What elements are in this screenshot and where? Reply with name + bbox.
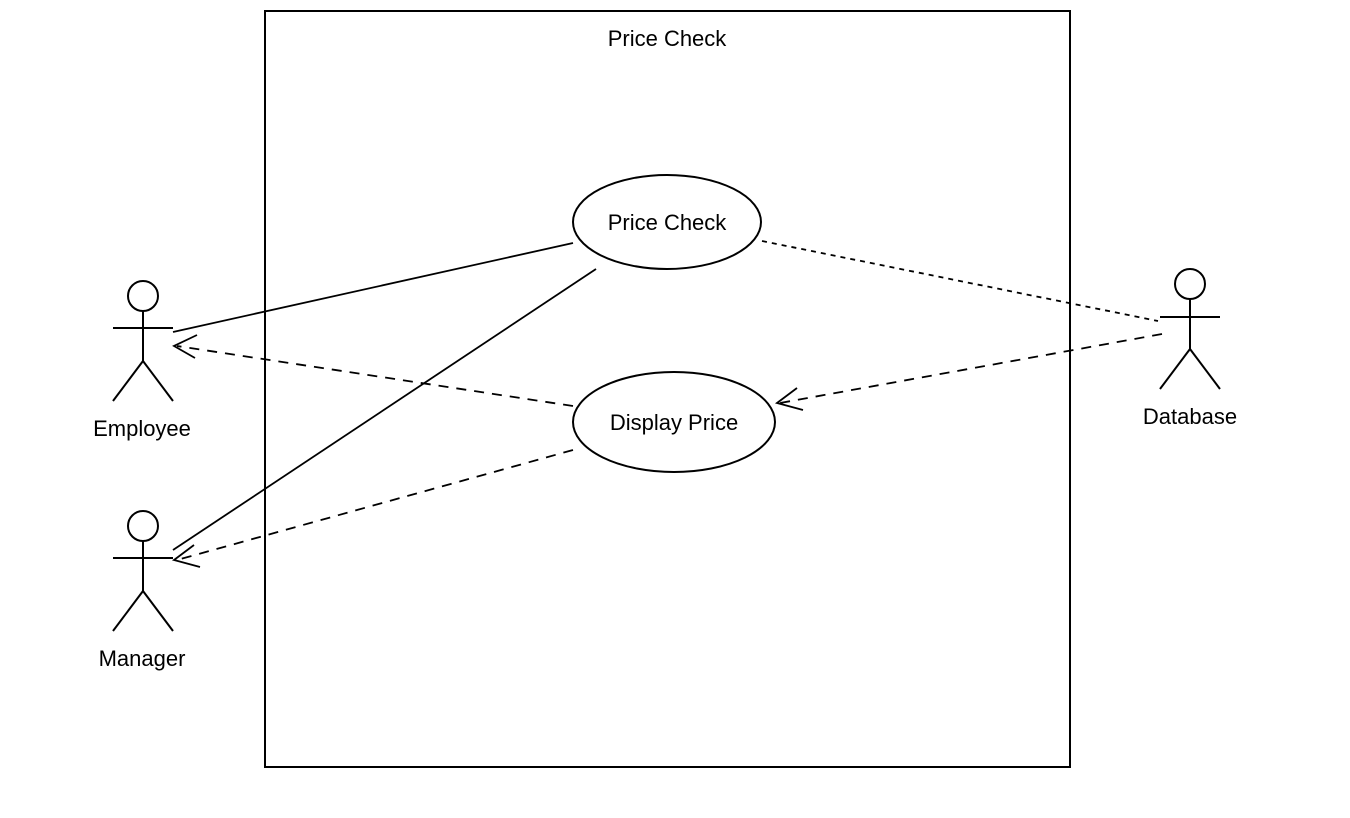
actor-label: Manager [99,646,186,671]
association-employee-price-check[interactable] [172,242,574,333]
dependency-display-price-employee[interactable] [172,334,574,407]
system-boundary-title: Price Check [608,26,728,51]
open-arrowhead-icon [172,334,198,359]
use-case-price-check[interactable]: Price Check [572,174,762,270]
stick-figure-icon [112,510,174,632]
stick-figure-icon [1159,268,1221,390]
actor-database[interactable]: Database [1143,268,1237,429]
dependency-line [176,345,574,407]
use-case-display-price[interactable]: Display Price [572,371,776,473]
dependency-line [779,333,1163,404]
dependency-price-check-database[interactable] [761,240,1159,322]
dependency-display-price-manager[interactable] [171,449,574,568]
actor-employee[interactable]: Employee [93,280,191,441]
connections [171,240,1163,568]
stick-figure-icon [112,280,174,402]
system-boundary[interactable]: Price Check [264,10,1071,768]
open-arrowhead-icon [774,387,804,411]
open-arrowhead-icon [171,544,201,568]
actor-label: Employee [93,416,191,441]
system-boundary-box [264,10,1071,768]
actor-label: Database [1143,404,1237,429]
use-case-label: Price Check [608,210,728,235]
use-case-label: Display Price [610,410,738,435]
use-case-ellipse [572,174,762,270]
dependency-line [176,449,574,561]
dependency-database-display-price[interactable] [774,333,1163,411]
actor-manager[interactable]: Manager [99,510,186,671]
association-manager-price-check[interactable] [172,268,597,551]
use-case-ellipse [572,371,776,473]
